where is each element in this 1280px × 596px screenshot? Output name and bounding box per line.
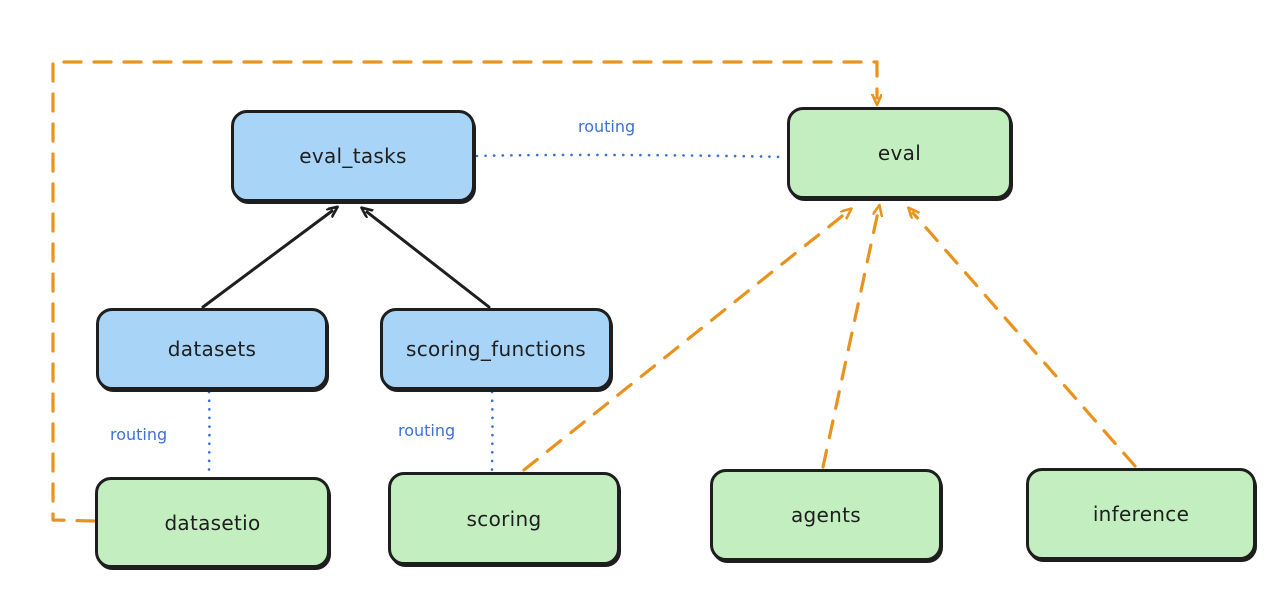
node-scoring[interactable]: scoring [388,472,620,565]
node-label-datasets: datasets [167,337,257,361]
dependency-edge-datasetio-eval [51,60,877,523]
edge-label-routing-left: routing [110,425,168,444]
edge-label-routing-top: routing [578,117,636,136]
node-label-datasetio: datasetio [164,510,261,535]
node-eval[interactable]: eval [787,107,1012,199]
edge-label-routing-middle: routing [398,421,456,440]
node-inference[interactable]: inference [1026,468,1256,560]
routing-edge-eval_tasks-eval [475,153,788,159]
node-scoring-functions[interactable]: scoring_functions [380,308,612,390]
node-label-eval-tasks: eval_tasks [299,144,407,168]
node-eval-tasks[interactable]: eval_tasks [231,110,475,202]
dependency-edge-inference-eval [913,213,1137,468]
node-label-scoring: scoring [466,506,542,531]
composition-edge-datasets-eval_tasks [201,211,332,309]
node-datasetio[interactable]: datasetio [95,477,330,568]
composition-edge-scoring_functions-eval_tasks [367,212,491,309]
node-label-agents: agents [791,503,861,527]
dependency-edge-scoring-eval [522,213,846,472]
node-datasets[interactable]: datasets [96,308,328,390]
node-agents[interactable]: agents [710,469,942,561]
dependency-edge-agents-eval [821,212,878,469]
node-label-eval: eval [877,141,922,165]
node-label-scoring-functions: scoring_functions [405,337,587,361]
node-label-inference: inference [1092,502,1190,526]
